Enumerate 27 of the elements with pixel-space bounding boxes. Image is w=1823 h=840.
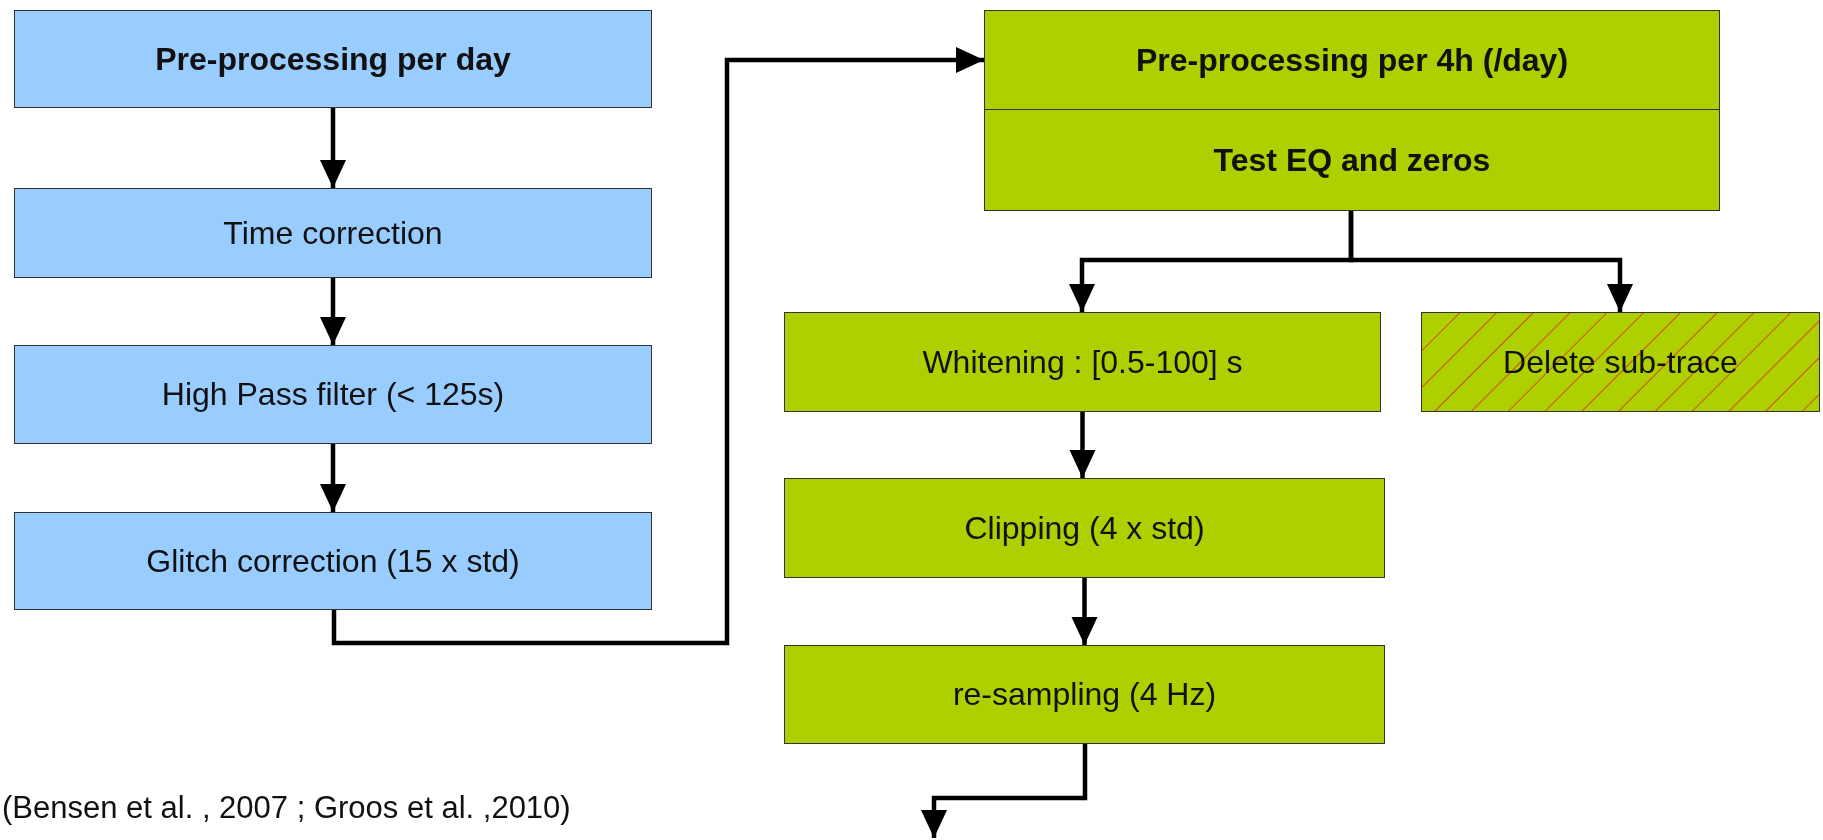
box-label: High Pass filter (< 125s)	[161, 376, 505, 413]
header-box	[14, 10, 652, 108]
box-label: Clipping (4 x std)	[964, 509, 1205, 547]
process-box	[14, 512, 652, 610]
box-label: Whitening : [0.5-100] s	[922, 343, 1243, 381]
arrow	[320, 278, 346, 345]
header-box	[984, 109, 1720, 211]
process-box	[14, 188, 652, 278]
process-box	[784, 312, 1381, 412]
arrow	[1069, 412, 1096, 478]
header-box	[984, 10, 1720, 110]
box-label: Time correction	[223, 214, 443, 252]
arrow	[320, 444, 346, 512]
box-label: Pre-processing per 4h (/day)	[1135, 41, 1569, 79]
arrow	[1348, 211, 1633, 312]
box-label: re-sampling (4 Hz)	[952, 676, 1217, 713]
process-box	[14, 345, 652, 444]
arrow	[331, 47, 984, 646]
process-box	[784, 645, 1385, 744]
process-box	[784, 478, 1385, 578]
arrow	[1071, 578, 1098, 645]
box-label: Glitch correction (15 x std)	[146, 542, 520, 580]
arrow	[320, 108, 346, 188]
arrow	[921, 744, 1088, 838]
citation-text: (Bensen et al. , 2007 ; Groos et al. ,2010)	[2, 790, 571, 826]
box-label: Pre-processing per day	[155, 40, 511, 78]
box-label: Test EQ and zeros	[1213, 141, 1491, 179]
